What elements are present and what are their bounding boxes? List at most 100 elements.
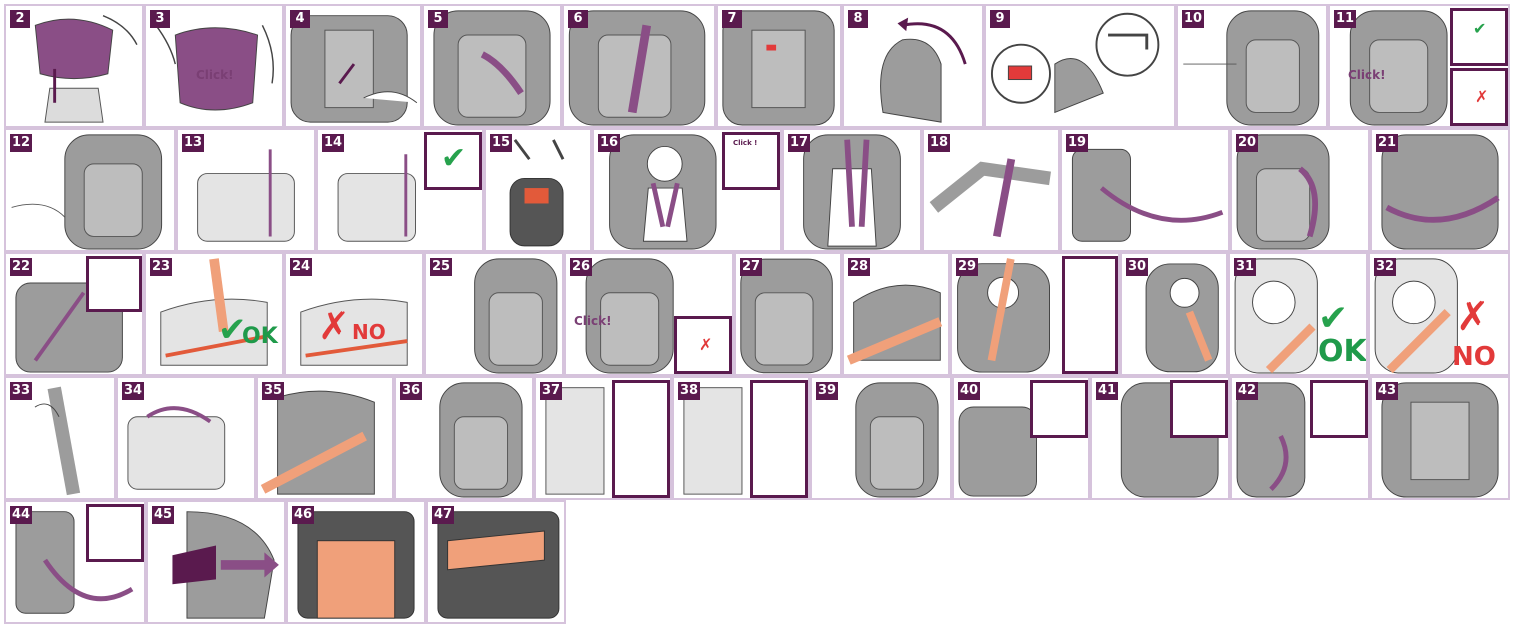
child-seat-belt-illustration: [957, 258, 1050, 373]
step-panel-32: 32 ✗ NO: [1368, 252, 1510, 376]
step-panel-28: 28: [842, 252, 950, 376]
step-panel-17: 17: [782, 128, 922, 252]
child-belt-position-illustration: [1234, 258, 1318, 374]
inset-detail: [1310, 380, 1368, 438]
step-number: 4: [290, 10, 310, 28]
step-panel-4: 4: [284, 4, 422, 128]
foam-insert-illustration: [437, 511, 560, 619]
step-number: 40: [958, 382, 981, 400]
step-panel-15: 15: [484, 128, 592, 252]
step-number: 16: [598, 134, 621, 152]
click-label: Click !: [733, 139, 758, 147]
step-number: 5: [428, 10, 448, 28]
inset-isofix-detail: [612, 380, 670, 498]
inset-latch-ok: ✔: [424, 132, 482, 190]
adjustment-illustration: [990, 12, 1160, 114]
inset-buckle-click: Click !: [722, 132, 780, 190]
step-number: 47: [432, 506, 455, 524]
seat-belt-illustration: [160, 258, 268, 366]
x-mark-icon: ✗: [1475, 87, 1489, 106]
step-number: 30: [1126, 258, 1149, 276]
step-panel-20: 20: [1230, 128, 1370, 252]
step-number: 24: [290, 258, 313, 276]
step-panel-47: 47: [426, 500, 566, 624]
step-panel-19: 19: [1060, 128, 1230, 252]
car-seat-illustration: [1349, 10, 1448, 126]
step-panel-39: 39: [810, 376, 952, 500]
strap-illustration: [929, 158, 1051, 238]
headrest-illustration: [880, 17, 967, 123]
seat-belt-illustration: [846, 284, 943, 365]
step-number: 7: [722, 10, 742, 28]
inset-isofix-detail: [750, 380, 808, 498]
inset-strap-detail: [86, 256, 142, 312]
click-label: Click!: [196, 68, 234, 82]
step-number: 21: [1376, 134, 1399, 152]
step-number: 29: [956, 258, 979, 276]
child-seat-illustration: [803, 134, 901, 250]
inset-detail: [1170, 380, 1228, 438]
car-seat-illustration: [1183, 10, 1320, 126]
step-panel-9: 9: [984, 4, 1176, 128]
step-number: 12: [10, 134, 33, 152]
check-mark-icon: ✔: [218, 310, 247, 350]
step-panel-21: 21: [1370, 128, 1510, 252]
step-number: 15: [490, 134, 513, 152]
step-number: 18: [928, 134, 951, 152]
child-seat-illustration: [609, 134, 717, 250]
booster-illustration: [197, 149, 295, 242]
step-number: 34: [122, 382, 145, 400]
booster-seat-illustration: [34, 15, 138, 123]
step-number: 10: [1182, 10, 1205, 28]
step-number: 44: [10, 506, 33, 524]
step-number: 42: [1236, 382, 1259, 400]
booster-illustration: [127, 406, 226, 490]
x-mark-icon: ✗: [699, 335, 713, 354]
step-number: 13: [182, 134, 205, 152]
seat-strap-illustration: [15, 511, 134, 614]
car-seat-illustration: [439, 382, 523, 498]
step-panel-22: 22: [4, 252, 144, 376]
step-panel-29: 29: [950, 252, 1120, 376]
step-number: 43: [1376, 382, 1399, 400]
step-number: 3: [150, 10, 170, 28]
step-panel-7: 7: [716, 4, 842, 128]
step-panel-12: 12: [4, 128, 176, 252]
check-mark-icon: ✔: [1318, 298, 1349, 339]
step-number: 2: [10, 10, 30, 28]
step-number: 41: [1096, 382, 1119, 400]
step-panel-3: 3 Click!: [144, 4, 284, 128]
step-panel-34: 34: [116, 376, 256, 500]
step-panel-23: 23 ✔ OK: [144, 252, 284, 376]
step-number: 37: [540, 382, 563, 400]
car-seat-illustration: [433, 10, 551, 126]
step-panel-18: 18: [922, 128, 1060, 252]
step-number: 8: [848, 10, 868, 28]
step-panel-26: 26 Click! ✗: [564, 252, 734, 376]
step-panel-42: 42: [1230, 376, 1370, 500]
strap-illustration: [34, 386, 81, 496]
step-panel-45: 45: [146, 500, 286, 624]
ok-label: OK: [242, 324, 278, 349]
seat-base-illustration: [958, 406, 1037, 497]
step-number: 9: [990, 10, 1010, 28]
step-panel-33: 33: [4, 376, 116, 500]
step-panel-44: 44: [4, 500, 146, 624]
child-seat-belt-illustration: [1145, 263, 1219, 373]
step-panel-25: 25: [424, 252, 564, 376]
step-panel-16: 16 Click !: [592, 128, 782, 252]
check-mark-icon: ✔: [1473, 19, 1487, 38]
step-panel-11: 11 Click! ✔ ✗: [1328, 4, 1510, 128]
step-panel-14: 14 ✔: [316, 128, 484, 252]
no-label: NO: [1452, 342, 1496, 372]
step-panel-27: 27: [734, 252, 842, 376]
step-number: 28: [848, 258, 871, 276]
seat-belt-illustration: [300, 298, 408, 366]
step-panel-30: 30: [1120, 252, 1228, 376]
seat-strap-illustration: [1071, 148, 1224, 242]
step-number: 20: [1236, 134, 1259, 152]
inset-indicator-ok: ✔: [1450, 8, 1508, 66]
step-number: 39: [816, 382, 839, 400]
cover-removal-illustration: [172, 511, 279, 619]
step-panel-5: 5: [422, 4, 562, 128]
